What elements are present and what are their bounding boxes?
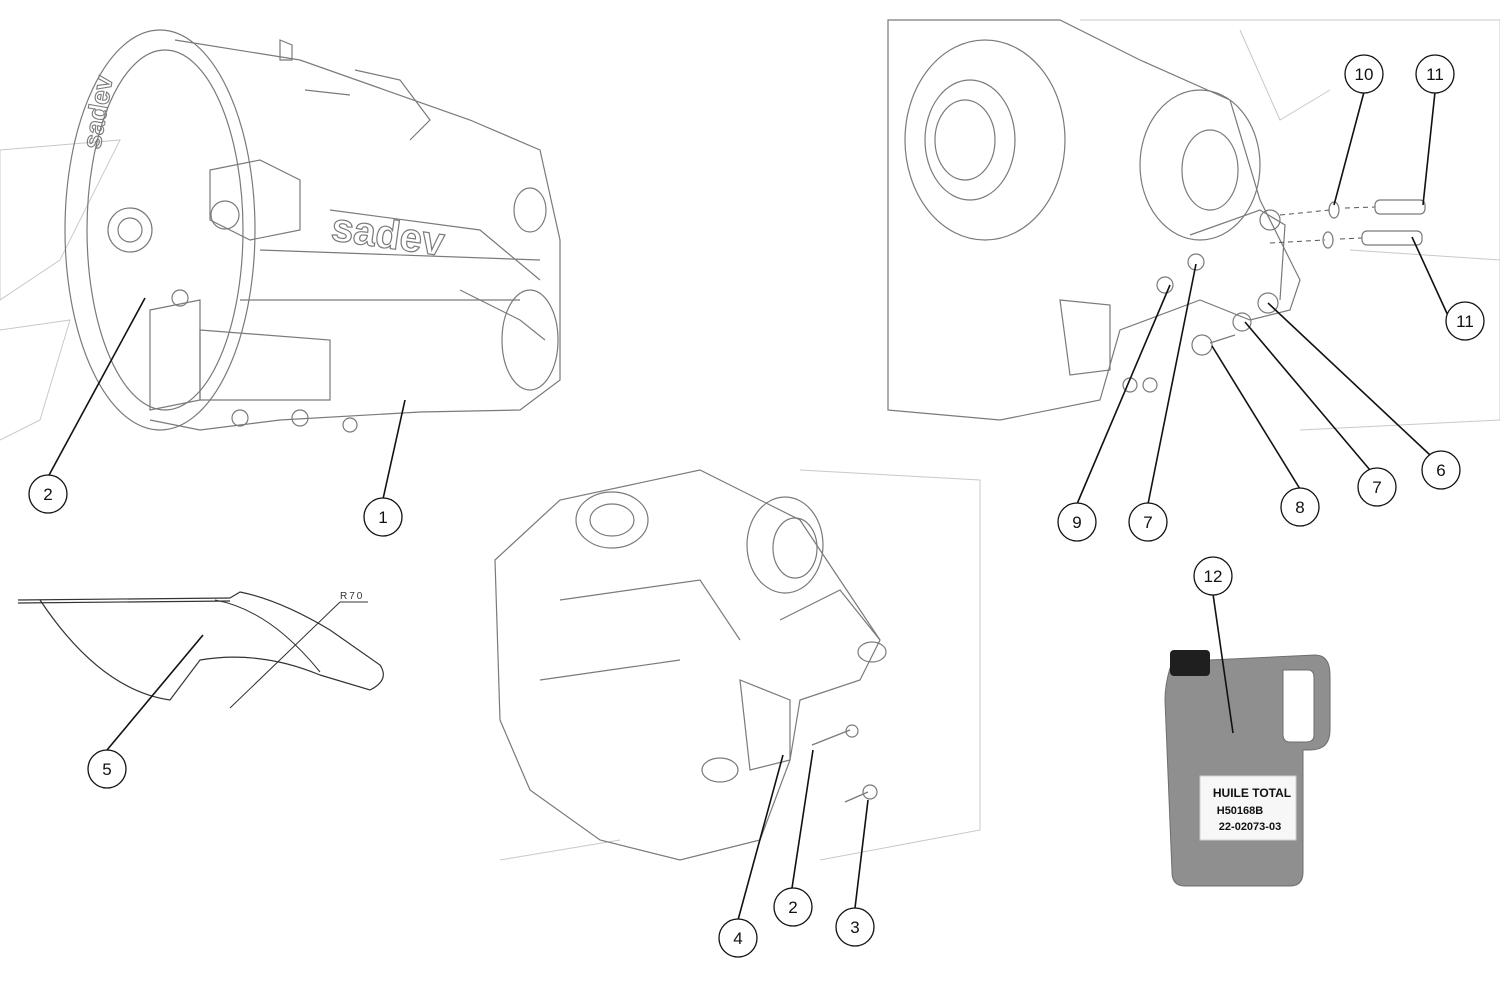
callout-2-housing-label: 2 — [788, 898, 797, 917]
leader-lines — [47, 91, 1451, 921]
oil-label-line1: HUILE TOTAL — [1213, 786, 1291, 800]
housing-illustration — [494, 469, 981, 861]
callout-11-bottom-label: 11 — [1456, 312, 1474, 331]
callout-8-label: 8 — [1295, 498, 1304, 517]
callout-7-left: 7 — [1128, 502, 1168, 542]
callout-4-label: 4 — [733, 929, 742, 948]
case-detail-illustration — [887, 19, 1500, 431]
callout-10: 10 — [1344, 54, 1384, 94]
oil-can-label — [1199, 775, 1297, 841]
callout-2-housing: 2 — [773, 887, 813, 927]
callout-12-label: 12 — [1204, 567, 1223, 586]
callout-11-top: 11 — [1415, 54, 1455, 94]
callout-1: 1 — [363, 497, 403, 537]
callout-2-gearbox-label: 2 — [43, 485, 52, 504]
callout-3-label: 3 — [850, 918, 859, 937]
callout-1-label: 1 — [378, 508, 387, 527]
callout-11-top-label: 11 — [1426, 65, 1444, 84]
callout-2-gearbox: 2 — [28, 474, 68, 514]
callout-10-label: 10 — [1355, 65, 1374, 84]
gearbox-illustration: sadev sadev — [0, 29, 561, 441]
sadev-logo-side: sadev — [329, 205, 448, 264]
callout-5-label: 5 — [102, 760, 111, 779]
callout-5: 5 — [87, 749, 127, 789]
callout-7-right: 7 — [1357, 467, 1397, 507]
callout-8: 8 — [1280, 487, 1320, 527]
callout-6: 6 — [1421, 450, 1461, 490]
callout-9: 9 — [1057, 502, 1097, 542]
callout-3: 3 — [835, 907, 875, 947]
callout-9-label: 9 — [1072, 513, 1081, 532]
oil-label-line2: H50168B — [1217, 805, 1264, 817]
callout-6-label: 6 — [1436, 461, 1445, 480]
sadev-logo-bellhousing: sadev — [76, 73, 118, 151]
profile-template: R70 — [17, 591, 384, 709]
callout-7-right-label: 7 — [1372, 478, 1381, 497]
radius-note: R70 — [340, 591, 364, 602]
callout-7-left-label: 7 — [1143, 513, 1152, 532]
callout-4: 4 — [718, 918, 758, 958]
oil-label-line3: 22-02073-03 — [1219, 821, 1281, 833]
callout-12: 12 — [1193, 556, 1233, 596]
callout-11-bottom: 11 — [1445, 301, 1485, 341]
oil-can: HUILE TOTAL H50168B 22-02073-03 — [1164, 650, 1331, 887]
oil-can-cap — [1170, 650, 1210, 676]
